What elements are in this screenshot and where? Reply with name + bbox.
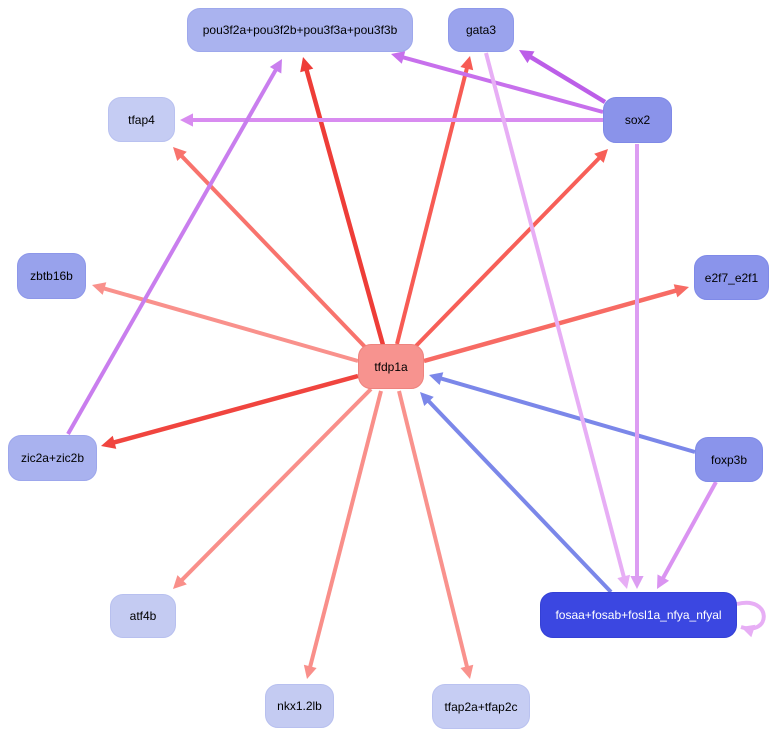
edge-fosaa-fosab-fosl1a-nfya-nfyal-to-tfdp1a-arrowhead xyxy=(420,392,434,406)
node-tfap4[interactable]: tfap4 xyxy=(108,97,175,142)
node-label-atf4b: atf4b xyxy=(129,609,157,623)
edge-tfdp1a-to-tfap4-arrowhead xyxy=(173,147,187,161)
edge-foxp3b-to-fosaa-fosab-fosl1a-nfya-nfyal xyxy=(660,481,718,581)
node-sox2[interactable]: sox2 xyxy=(603,97,672,143)
node-label-gata3: gata3 xyxy=(465,23,497,37)
edge-foxp3b-to-tfdp1a xyxy=(439,376,696,454)
node-pou3f2a-pou3f2b-pou3f3a-pou3f3b[interactable]: pou3f2a+pou3f2b+pou3f3a+pou3f3b xyxy=(187,8,413,52)
node-label-tfap4: tfap4 xyxy=(128,112,155,127)
node-label-foxp3b: foxp3b xyxy=(710,452,748,467)
edge-zic2a-zic2b-to-pou3f2a-pou3f2b-pou3f3a-pou3f3b-arrowhead xyxy=(269,59,282,74)
edge-tfdp1a-to-atf4b xyxy=(179,387,373,583)
node-label-e2f7-e2f1: e2f7_e2f1 xyxy=(704,270,759,285)
edge-tfdp1a-to-zic2a-zic2b xyxy=(111,373,359,446)
edge-gata3-to-fosaa-fosab-fosl1a-nfya-nfyal xyxy=(484,52,627,579)
node-fosaa-fosab-fosl1a-nfya-nfyal[interactable]: fosaa+fosab+fosl1a_nfya_nfyal xyxy=(540,592,737,638)
edge-tfdp1a-to-zic2a-zic2b-arrowhead xyxy=(101,435,117,449)
edge-foxp3b-to-tfdp1a-arrowhead xyxy=(429,372,444,385)
edge-sox2-to-gata3-arrowhead xyxy=(519,50,535,64)
node-label-fosaa-fosab-fosl1a-nfya-nfyal: fosaa+fosab+fosl1a_nfya_nfyal xyxy=(555,608,722,622)
node-e2f7-e2f1[interactable]: e2f7_e2f1 xyxy=(694,255,769,300)
edge-tfdp1a-to-gata3 xyxy=(395,66,470,345)
node-zbtb16b[interactable]: zbtb16b xyxy=(17,253,86,299)
edge-tfdp1a-to-zbtb16b-arrowhead xyxy=(92,282,107,295)
edge-fosaa-fosab-fosl1a-nfya-nfyal-to-fosaa-fosab-fosl1a-nfya-nfyal-self-loop xyxy=(736,600,766,631)
edge-tfdp1a-to-e2f7-e2f1-arrowhead xyxy=(673,284,689,298)
edge-tfdp1a-to-nkx1-2lb xyxy=(307,390,383,669)
edge-zic2a-zic2b-to-pou3f2a-pou3f2b-pou3f3a-pou3f3b xyxy=(66,67,279,435)
node-zic2a-zic2b[interactable]: zic2a+zic2b xyxy=(8,435,97,481)
node-label-zbtb16b: zbtb16b xyxy=(30,269,73,283)
node-gata3[interactable]: gata3 xyxy=(448,8,514,52)
edge-tfdp1a-to-pou3f2a-pou3f2b-pou3f3a-pou3f3b xyxy=(304,67,386,346)
edge-tfdp1a-to-tfap2a-tfap2c-arrowhead xyxy=(460,664,474,679)
node-atf4b[interactable]: atf4b xyxy=(110,594,176,638)
edge-fosaa-fosab-fosl1a-nfya-nfyal-to-fosaa-fosab-fosl1a-nfya-nfyal-self-loop-arrowhead xyxy=(741,624,756,638)
edge-foxp3b-to-fosaa-fosab-fosl1a-nfya-nfyal-arrowhead xyxy=(657,574,670,589)
edge-sox2-to-tfap4-arrowhead xyxy=(180,113,193,127)
edge-tfdp1a-to-sox2-arrowhead xyxy=(594,149,608,163)
node-label-sox2: sox2 xyxy=(624,113,651,127)
edge-tfdp1a-to-pou3f2a-pou3f2b-pou3f3a-pou3f3b-arrowhead xyxy=(300,57,314,73)
edge-sox2-to-fosaa-fosab-fosl1a-nfya-nfyal-arrowhead xyxy=(630,576,644,589)
node-tfap2a-tfap2c[interactable]: tfap2a+tfap2c xyxy=(432,684,530,729)
node-label-tfdp1a: tfdp1a xyxy=(374,359,408,374)
node-label-pou3f2a-pou3f2b-pou3f3a-pou3f3b: pou3f2a+pou3f2b+pou3f3a+pou3f3b xyxy=(202,23,398,37)
edge-fosaa-fosab-fosl1a-nfya-nfyal-to-tfdp1a xyxy=(426,398,613,594)
node-label-tfap2a-tfap2c: tfap2a+tfap2c xyxy=(444,699,518,714)
edge-sox2-to-pou3f2a-pou3f2b-pou3f3a-pou3f3b xyxy=(401,54,604,114)
edge-tfdp1a-to-sox2 xyxy=(411,155,602,351)
edge-gata3-to-fosaa-fosab-fosl1a-nfya-nfyal-arrowhead xyxy=(617,574,631,589)
edge-tfdp1a-to-nkx1-2lb-arrowhead xyxy=(303,664,317,679)
node-label-zic2a-zic2b: zic2a+zic2b xyxy=(20,451,85,465)
node-nkx1-2lb[interactable]: nkx1.2lb xyxy=(265,684,334,728)
edge-sox2-to-pou3f2a-pou3f2b-pou3f3a-pou3f3b-arrowhead xyxy=(391,51,406,64)
edge-tfdp1a-to-atf4b-arrowhead xyxy=(173,575,187,589)
node-label-nkx1-2lb: nkx1.2lb xyxy=(277,699,322,713)
node-foxp3b[interactable]: foxp3b xyxy=(695,437,763,482)
edge-tfdp1a-to-tfap4 xyxy=(179,153,369,351)
edge-tfdp1a-to-tfap2a-tfap2c xyxy=(397,390,470,669)
edge-sox2-to-gata3 xyxy=(528,54,607,104)
node-tfdp1a[interactable]: tfdp1a xyxy=(358,344,424,389)
edge-tfdp1a-to-gata3-arrowhead xyxy=(460,56,474,71)
